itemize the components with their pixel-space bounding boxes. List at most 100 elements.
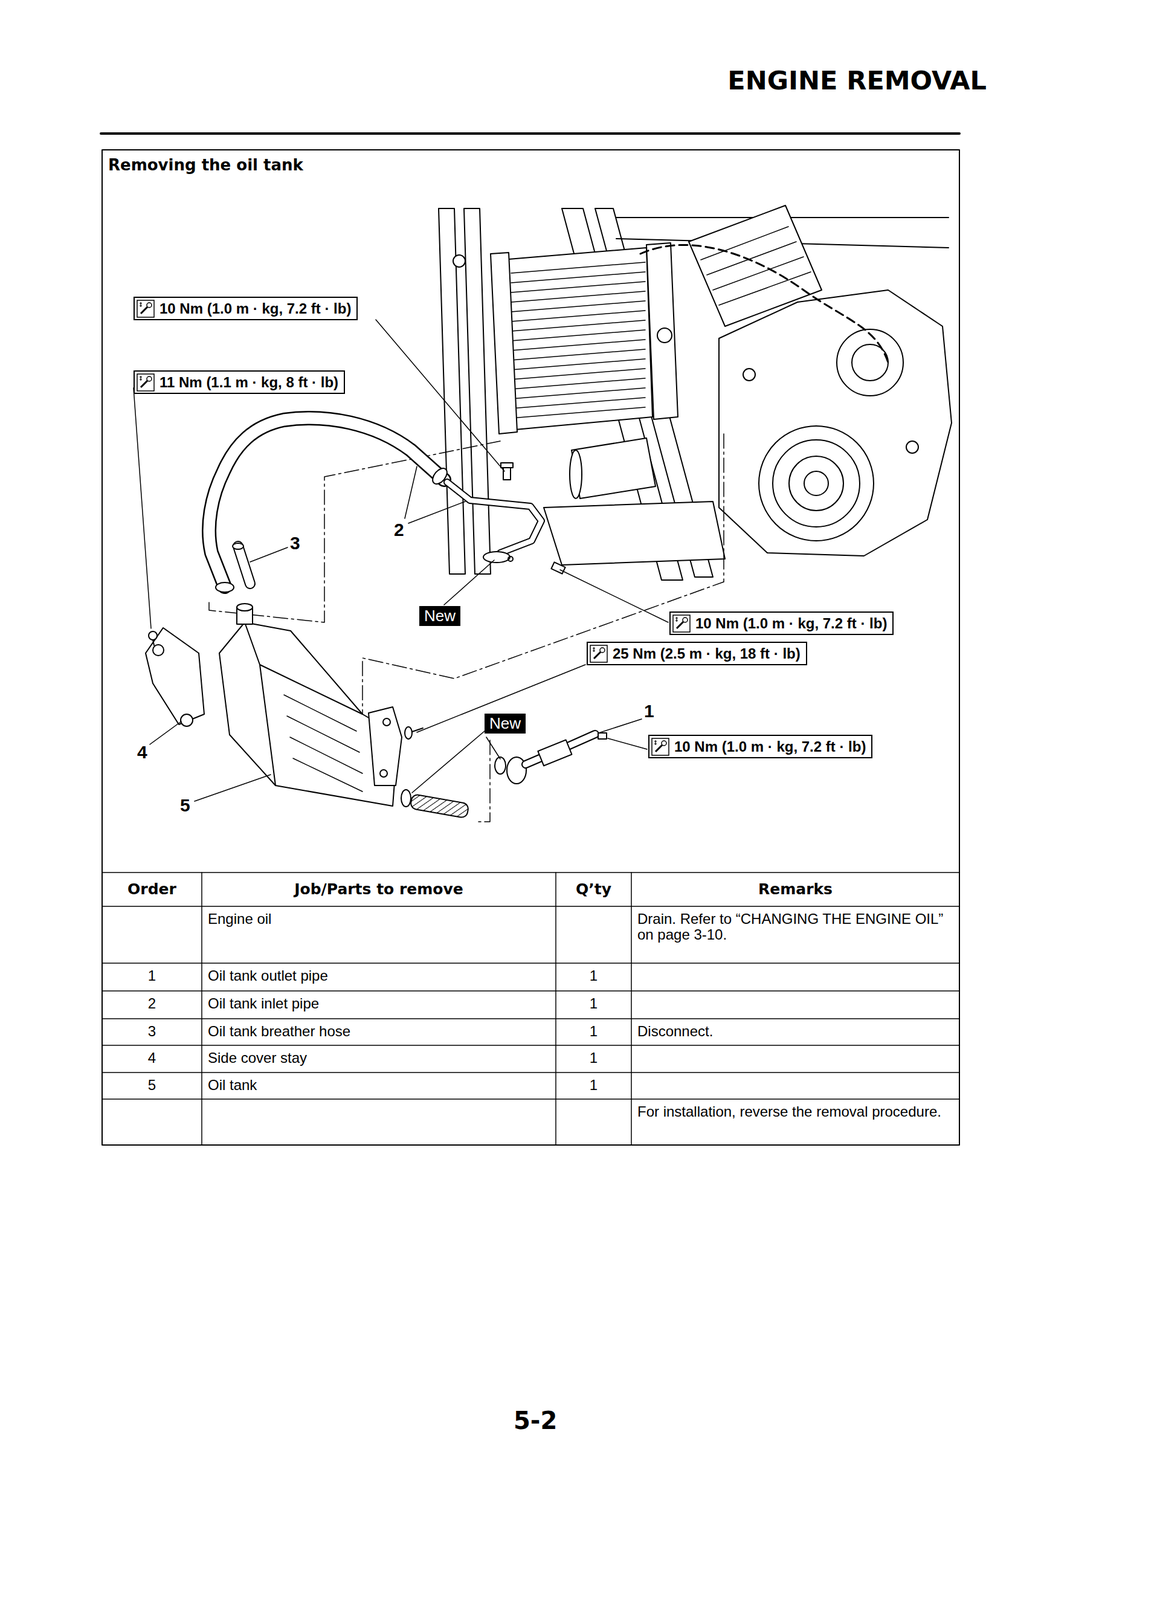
- callout-number: 5: [178, 795, 192, 816]
- section-heading: Removing the oil tank: [108, 155, 304, 174]
- torque-spec-box: 25 Nm (2.5 m · kg, 18 ft · lb): [586, 641, 808, 666]
- side-cover-stay: [145, 627, 205, 725]
- oil-tank-inlet-hose: [215, 582, 234, 593]
- page-title: ENGINE REMOVAL: [727, 65, 987, 96]
- engine: [640, 244, 889, 363]
- node-text: New: [424, 606, 456, 625]
- table-grid: [201, 872, 632, 1145]
- engine: [804, 471, 829, 496]
- table-grid: [102, 872, 960, 1145]
- leader-lines: [194, 774, 271, 802]
- table-cell: 4: [108, 1050, 196, 1066]
- callout-number: 4: [135, 741, 149, 763]
- table-cell: Oil tank: [207, 1077, 550, 1093]
- torque-wrench-icon: [672, 614, 691, 633]
- table-header-cell: Remarks: [637, 880, 954, 899]
- leader-lines: [133, 319, 669, 802]
- breather-hose: [232, 543, 251, 584]
- motorcycle-frame: [453, 254, 466, 268]
- leader-lines: [133, 387, 152, 629]
- oil-tank-outlet-pipe: [494, 757, 506, 774]
- engine: [700, 226, 811, 306]
- node-text: 10 Nm (1.0 m · kg, 7.2 ft · lb): [159, 299, 352, 318]
- page-frame: [100, 133, 960, 1145]
- table-cell: Engine oil: [207, 911, 550, 927]
- radiator: [490, 252, 518, 434]
- torque-wrench-icon: [655, 744, 663, 752]
- leader-lines: [149, 721, 182, 745]
- torque-wrench-icon: [676, 621, 684, 629]
- torque-wrench-icon: [137, 300, 155, 318]
- table-cell: 5: [108, 1077, 196, 1093]
- torque-spec-box: 11 Nm (1.1 m · kg, 8 ft · lb): [133, 370, 345, 394]
- torque-wrench-icon: [146, 376, 152, 382]
- side-cover-stay: [152, 644, 164, 656]
- torque-wrench-icon: [136, 373, 155, 392]
- table-cell: Side cover stay: [207, 1050, 550, 1066]
- torque-wrench-icon: [599, 647, 605, 653]
- table-cell: Oil tank inlet pipe: [207, 995, 550, 1012]
- breather-hose: [238, 546, 251, 584]
- oil-tank: [383, 718, 391, 726]
- node-text: New: [489, 714, 521, 733]
- engine: [543, 501, 725, 565]
- torque-wrench-icon: [140, 380, 149, 388]
- leader-lines: [416, 664, 586, 733]
- torque-spec-box: 10 Nm (1.0 m · kg, 7.2 ft · lb): [669, 611, 894, 635]
- torque-wrench-icon: [139, 302, 142, 307]
- side-cover-stay: [148, 631, 158, 640]
- node-text: 11 Nm (1.1 m · kg, 8 ft · lb): [159, 372, 339, 392]
- motorcycle-frame: [464, 208, 491, 574]
- motorcycle-frame: [438, 208, 466, 574]
- torque-wrench-icon: [593, 651, 602, 659]
- oil-tank-outlet-pipe: [410, 793, 470, 819]
- oil-tank: [236, 603, 253, 611]
- table-cell: 1: [561, 1077, 626, 1093]
- leader-lines: [600, 718, 642, 733]
- table-cell: 1: [561, 1050, 626, 1066]
- new-part-tag: New: [419, 605, 461, 626]
- oil-tank: [380, 769, 388, 777]
- assembly-dash-lines: [209, 433, 724, 822]
- radiator: [490, 242, 678, 434]
- table-cell: 3: [108, 1023, 196, 1040]
- node-text: 10 Nm (1.0 m · kg, 7.2 ft · lb): [674, 737, 866, 756]
- oil-tank-inlet-hose: [551, 561, 565, 574]
- engine: [571, 438, 656, 499]
- torque-wrench-icon: [137, 373, 155, 391]
- oil-tank-outlet-pipe: [401, 726, 607, 819]
- torque-wrench-icon: [675, 616, 678, 622]
- table-cell: 1: [561, 995, 626, 1012]
- table-cell: Drain. Refer to “CHANGING THE ENGINE OIL…: [637, 911, 954, 943]
- new-part-tag: New: [484, 713, 526, 734]
- oil-tank: [244, 622, 363, 786]
- radiator: [501, 247, 653, 431]
- radiator: [511, 262, 646, 419]
- radiator: [646, 242, 678, 420]
- engine: [543, 205, 952, 565]
- table-cell: 1: [561, 967, 626, 984]
- table-header-cell: Order: [108, 880, 196, 899]
- callout-number: 3: [288, 532, 302, 554]
- table-header-cell: Q’ty: [561, 880, 626, 899]
- oil-tank-inlet-hose: [508, 556, 513, 562]
- torque-wrench-icon: [146, 302, 152, 308]
- oil-tank-outlet-pipe: [401, 789, 411, 807]
- page-frame: [100, 132, 960, 135]
- oil-tank-outlet-pipe: [404, 726, 413, 739]
- oil-tank-inlet-hose: [447, 482, 542, 553]
- oil-tank-inlet-hose: [500, 462, 513, 468]
- table-cell: 1: [108, 967, 196, 984]
- callout-number: 1: [642, 700, 656, 722]
- engine: [772, 439, 860, 527]
- torque-wrench-icon: [589, 644, 608, 663]
- leader-lines: [444, 560, 495, 605]
- table-cell: Disconnect.: [637, 1023, 954, 1040]
- radiator: [657, 328, 672, 343]
- side-cover-stay: [180, 714, 193, 727]
- table-cell: 2: [108, 995, 196, 1012]
- node-text: 25 Nm (2.5 m · kg, 18 ft · lb): [612, 644, 801, 663]
- torque-spec-box: 10 Nm (1.0 m · kg, 7.2 ft · lb): [133, 296, 358, 321]
